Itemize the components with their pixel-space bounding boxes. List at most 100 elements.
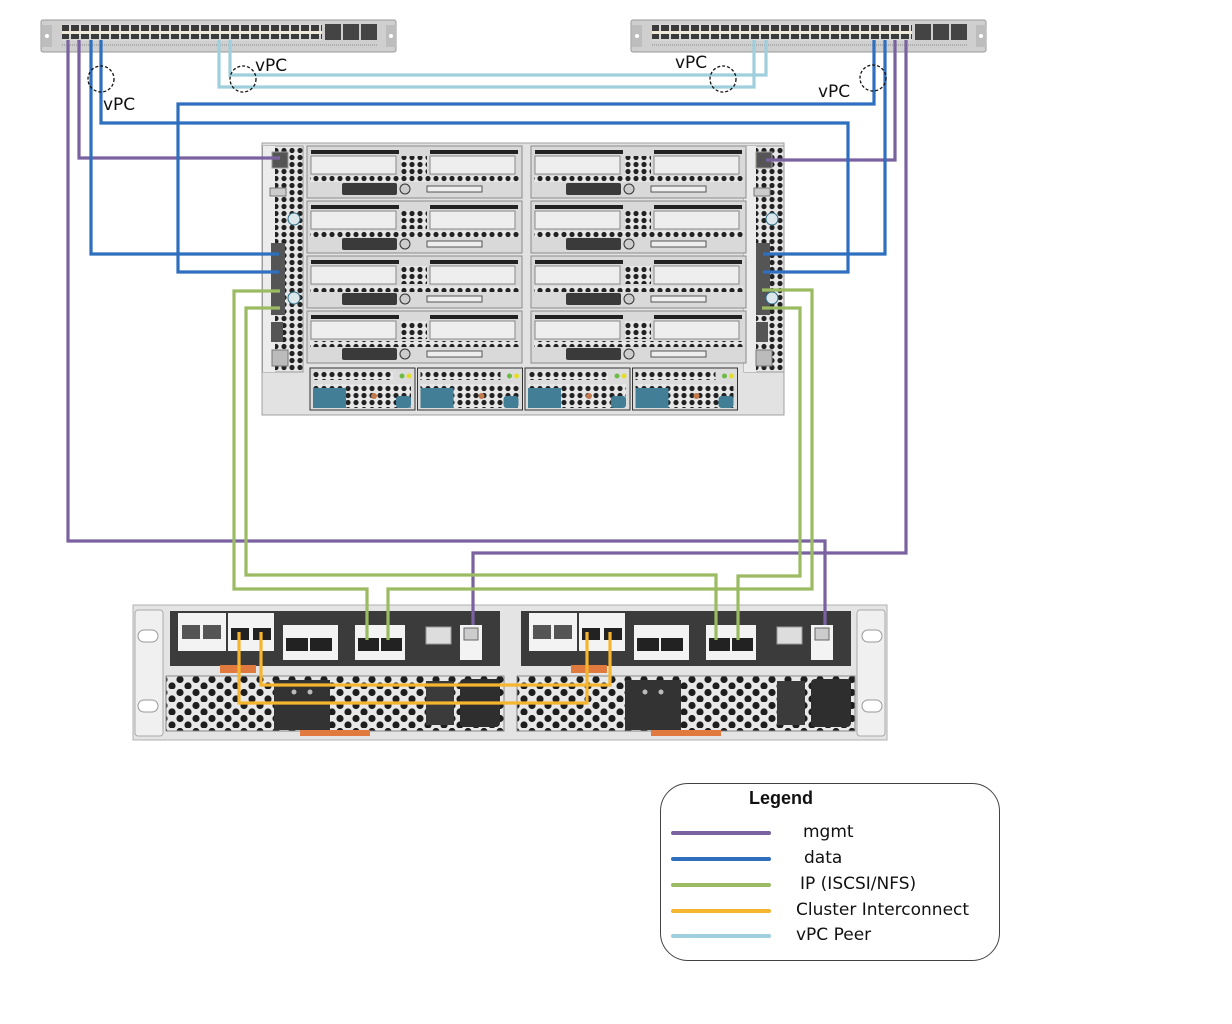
port-e0d[interactable]	[661, 638, 683, 651]
psu-fan-hub	[371, 393, 377, 399]
blade-server[interactable]	[530, 200, 747, 254]
blade-latch[interactable]	[623, 293, 635, 305]
blade-vent	[654, 150, 742, 154]
blade-latch[interactable]	[399, 183, 411, 195]
psu-handle[interactable]	[635, 388, 669, 408]
blade-latch[interactable]	[623, 183, 635, 195]
psu-handle[interactable]	[528, 388, 561, 408]
thumbscrew	[287, 212, 301, 226]
power-supply[interactable]	[632, 367, 738, 411]
uplink-port	[325, 24, 341, 40]
blade-latch[interactable]	[399, 348, 411, 360]
blade-grille	[534, 341, 743, 347]
blade-handle[interactable]	[566, 348, 621, 360]
legend: Legend mgmt data IP (ISCSI/NFS) Cluster …	[660, 783, 1000, 961]
console-connector	[650, 240, 707, 248]
blade-latch[interactable]	[623, 348, 635, 360]
blade-handle[interactable]	[342, 183, 397, 195]
port-e0c[interactable]	[286, 638, 308, 651]
ethernet-port[interactable]	[776, 626, 803, 645]
blade-server[interactable]	[530, 255, 747, 309]
port-e0d[interactable]	[310, 638, 332, 651]
legend-label: data	[804, 848, 843, 868]
legend-item-vpc-peer: vPC Peer	[671, 925, 991, 947]
blade-server[interactable]	[530, 145, 747, 199]
console-connector	[426, 185, 483, 193]
console-port	[271, 349, 289, 367]
port-e0e[interactable]	[709, 638, 730, 651]
psu-led	[621, 373, 627, 379]
switch-b[interactable]	[630, 19, 987, 53]
port-0a[interactable]	[182, 625, 200, 639]
blade-handle[interactable]	[342, 238, 397, 250]
fi-a-uplink-ports	[271, 243, 285, 315]
switch-a[interactable]	[40, 19, 397, 53]
psu-handle[interactable]	[313, 388, 346, 408]
psu-release-latch[interactable]	[300, 730, 370, 736]
port-0b[interactable]	[554, 625, 572, 639]
psu-latch[interactable]	[718, 396, 734, 408]
legend-item-cluster: Cluster Interconnect	[671, 900, 991, 922]
blade-chassis[interactable]	[261, 142, 785, 416]
power-supply[interactable]	[309, 367, 416, 411]
power-supply[interactable]	[417, 367, 523, 411]
blade-handle[interactable]	[566, 293, 621, 305]
blade-server[interactable]	[306, 255, 523, 309]
drive-bay	[429, 210, 516, 230]
psu-handle[interactable]	[420, 388, 454, 408]
vpc-label: vPC	[675, 53, 707, 73]
psu-latch[interactable]	[611, 396, 626, 408]
psu-vent	[420, 372, 501, 380]
psu-vent	[313, 372, 393, 380]
blade-grille	[401, 321, 427, 339]
psu-latch[interactable]	[503, 396, 519, 408]
blade-latch[interactable]	[623, 238, 635, 250]
console-connector	[650, 295, 707, 303]
storage-system[interactable]	[132, 604, 888, 741]
blade-vent	[430, 260, 518, 264]
port-0b[interactable]	[203, 625, 221, 639]
blade-grille	[625, 266, 651, 284]
port-e0e[interactable]	[358, 638, 379, 651]
blade-server[interactable]	[306, 200, 523, 254]
legend-label: IP (ISCSI/NFS)	[800, 874, 917, 894]
fabric-interconnect-b[interactable]	[743, 145, 785, 373]
blade-vent	[311, 150, 399, 154]
port-e0f[interactable]	[381, 638, 402, 651]
vpc-circle	[709, 65, 737, 93]
psu-release-latch[interactable]	[651, 730, 721, 736]
port-labels-strip	[652, 31, 912, 34]
blade-latch[interactable]	[399, 293, 411, 305]
psu-vent	[528, 372, 608, 380]
blade-latch[interactable]	[399, 238, 411, 250]
blade-handle[interactable]	[342, 293, 397, 305]
usb-port	[753, 187, 771, 197]
mgmt-port[interactable]	[814, 627, 830, 641]
port-e0f[interactable]	[732, 638, 753, 651]
power-supply[interactable]	[524, 367, 631, 411]
port-e0c[interactable]	[637, 638, 659, 651]
psu-latch[interactable]	[396, 396, 411, 408]
blade-server[interactable]	[530, 310, 747, 364]
port-0a[interactable]	[533, 625, 551, 639]
blade-handle[interactable]	[342, 348, 397, 360]
cable-mgmt	[766, 40, 897, 162]
cable-ip	[736, 306, 802, 640]
vpc-circle	[87, 65, 115, 93]
rack-screw-hole	[45, 34, 49, 38]
blade-handle[interactable]	[566, 238, 621, 250]
drive-bay	[534, 155, 621, 175]
release-latch[interactable]	[571, 665, 607, 673]
fabric-interconnect-a[interactable]	[262, 145, 304, 373]
blade-server[interactable]	[306, 310, 523, 364]
port-e0b[interactable]	[604, 628, 622, 640]
ethernet-port[interactable]	[425, 626, 452, 645]
mgmt-port[interactable]	[463, 627, 479, 641]
psu-fan-hub	[478, 393, 485, 399]
blade-server[interactable]	[306, 145, 523, 199]
blade-handle[interactable]	[566, 183, 621, 195]
cable-ip	[386, 288, 814, 640]
power-switch[interactable]	[777, 681, 805, 725]
legend-swatch-cluster	[671, 909, 771, 913]
port-e0a[interactable]	[582, 628, 600, 640]
